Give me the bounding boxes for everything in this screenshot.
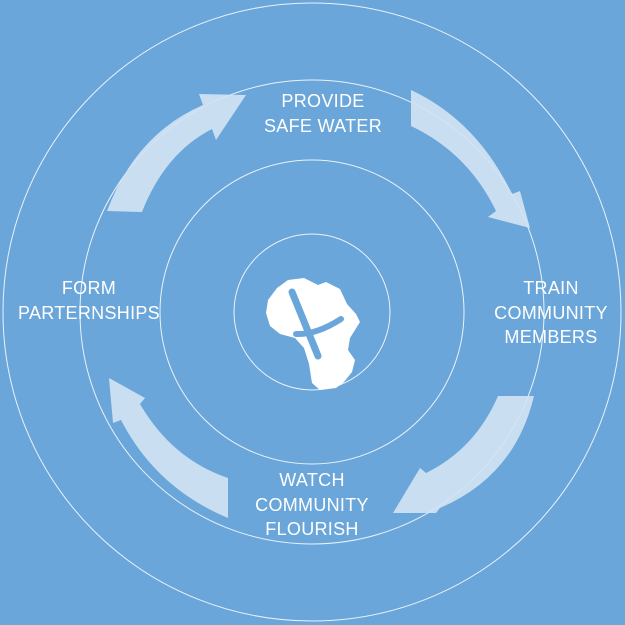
step-label-line: WATCH <box>279 470 345 490</box>
arrow-ring <box>79 79 545 545</box>
step-label-watch-community-flourish: WATCH COMMUNITY FLOURISH <box>255 468 369 542</box>
step-label-train-community-members: TRAIN COMMUNITY MEMBERS <box>494 276 608 350</box>
step-label-provide-safe-water: PROVIDE SAFE WATER <box>264 89 382 138</box>
step-label-line: COMMUNITY <box>494 302 608 323</box>
cross-slash <box>288 288 322 360</box>
step-label-form-partnerships: FORM PARTERNSHIPS <box>18 276 160 325</box>
step-label-line: PARTERNSHIPS <box>18 302 160 323</box>
step-label-line: COMMUNITY <box>255 494 369 515</box>
step-label-line: TRAIN <box>523 278 579 298</box>
step-label-line: FORM <box>61 278 117 298</box>
step-label-line: PROVIDE <box>281 91 365 111</box>
center-ring <box>233 233 391 391</box>
cross-bar <box>293 316 344 338</box>
arrow-top-right-icon <box>411 90 530 228</box>
step-label-line: FLOURISH <box>265 519 359 539</box>
arrow-bottom-left-icon <box>109 378 228 518</box>
step-label-line: MEMBERS <box>504 327 598 347</box>
arrow-bottom-right-icon <box>393 396 534 513</box>
africa-cross-icon <box>266 278 360 390</box>
arrow-top-left-icon <box>107 94 246 212</box>
step-label-line: SAFE WATER <box>263 115 383 136</box>
inner-ring <box>159 159 465 465</box>
cycle-arrows <box>107 90 534 518</box>
